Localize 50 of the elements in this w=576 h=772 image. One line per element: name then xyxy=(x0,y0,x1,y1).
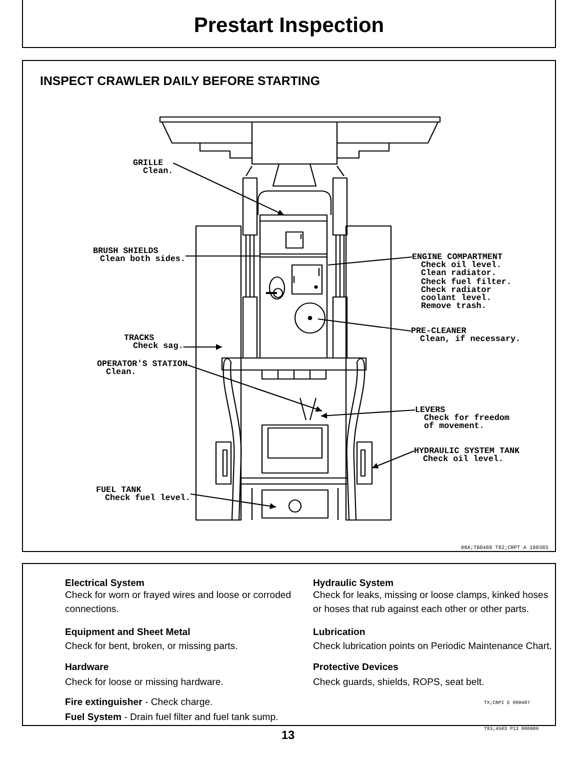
leader-line xyxy=(372,450,414,469)
callout-heading: HYDRAULIC SYSTEM TANK xyxy=(414,447,520,456)
page-title: Prestart Inspection xyxy=(192,13,386,38)
checklist-text: Check guards, shields, ROPS, seat belt. xyxy=(313,676,486,690)
callout-heading: ENGINE COMPARTMENT xyxy=(412,253,504,262)
callout-text: Check fuel level. xyxy=(105,494,190,502)
checklist-heading: Electrical System xyxy=(65,577,146,591)
checklist-item: Fuel System - Drain fuel filter and fuel tank sump. xyxy=(65,711,280,725)
inspection-panel xyxy=(22,60,556,552)
checklist-heading: Hardware xyxy=(65,661,110,675)
checklist-panel xyxy=(22,563,556,726)
checklist-text: Check for leaks, missing or loose clamps, kinked hoses or hoses that rub against each other or other parts. xyxy=(313,589,550,617)
callout-text: Check oil level. xyxy=(421,261,502,270)
leader-line xyxy=(320,409,416,419)
callout-heading: LEVERS xyxy=(415,406,446,414)
callout-text: Check sag. xyxy=(133,342,184,350)
callout-text: Clean radiator. xyxy=(421,269,496,278)
leader-line xyxy=(187,364,322,412)
callout-text: Check fuel filter. xyxy=(421,278,512,286)
leader-line xyxy=(186,255,260,257)
callout-text: Clean. xyxy=(106,368,138,376)
callout-heading: TRACKS xyxy=(124,334,154,342)
panel-heading: INSPECT CRAWLER DAILY BEFORE STARTING xyxy=(40,74,320,89)
callout-text: Check radiator coolant level. xyxy=(421,286,492,302)
checklist-heading: Equipment and Sheet Metal xyxy=(65,626,192,640)
checklist-heading: Lubrication xyxy=(313,626,366,640)
leader-line xyxy=(172,162,284,216)
callout-text: Remove trash. xyxy=(421,302,488,310)
leader-line xyxy=(190,493,276,510)
checklist-text: Check for worn or frayed wires and loose or corroded connections. xyxy=(65,589,292,617)
leader-line xyxy=(328,256,412,266)
checklist-text: Check for bent, broken, or missing parts. xyxy=(65,640,239,654)
callout-heading: GRILLE xyxy=(133,159,164,168)
leader-line xyxy=(318,318,412,332)
checklist-heading: Protective Devices xyxy=(313,661,400,675)
callout-heading: BRUSH SHIELDS xyxy=(93,247,158,256)
checklist-text: Check lubrication points on Periodic Maintenance Chart. xyxy=(313,640,553,654)
callout-text: Check oil level. xyxy=(423,455,504,464)
page-number: 13 xyxy=(281,728,295,742)
callout-text: Clean. xyxy=(143,167,174,176)
leader-line xyxy=(183,344,222,350)
callout-text: Clean, if necessary. xyxy=(420,335,521,344)
callout-heading: FUEL TANK xyxy=(96,486,142,494)
checklist-text: Check for loose or missing hardware. xyxy=(65,676,224,690)
checklist-heading: Hydraulic System xyxy=(313,577,395,591)
callout-heading: OPERATOR'S STATION xyxy=(97,360,188,368)
callout-heading: PRE-CLEANER xyxy=(411,327,468,336)
checklist-item: Fire extinguisher - Check charge. xyxy=(65,696,214,710)
callout-text: Clean both sides. xyxy=(100,255,186,264)
callout-text: Check for freedom of movement. xyxy=(424,414,510,431)
